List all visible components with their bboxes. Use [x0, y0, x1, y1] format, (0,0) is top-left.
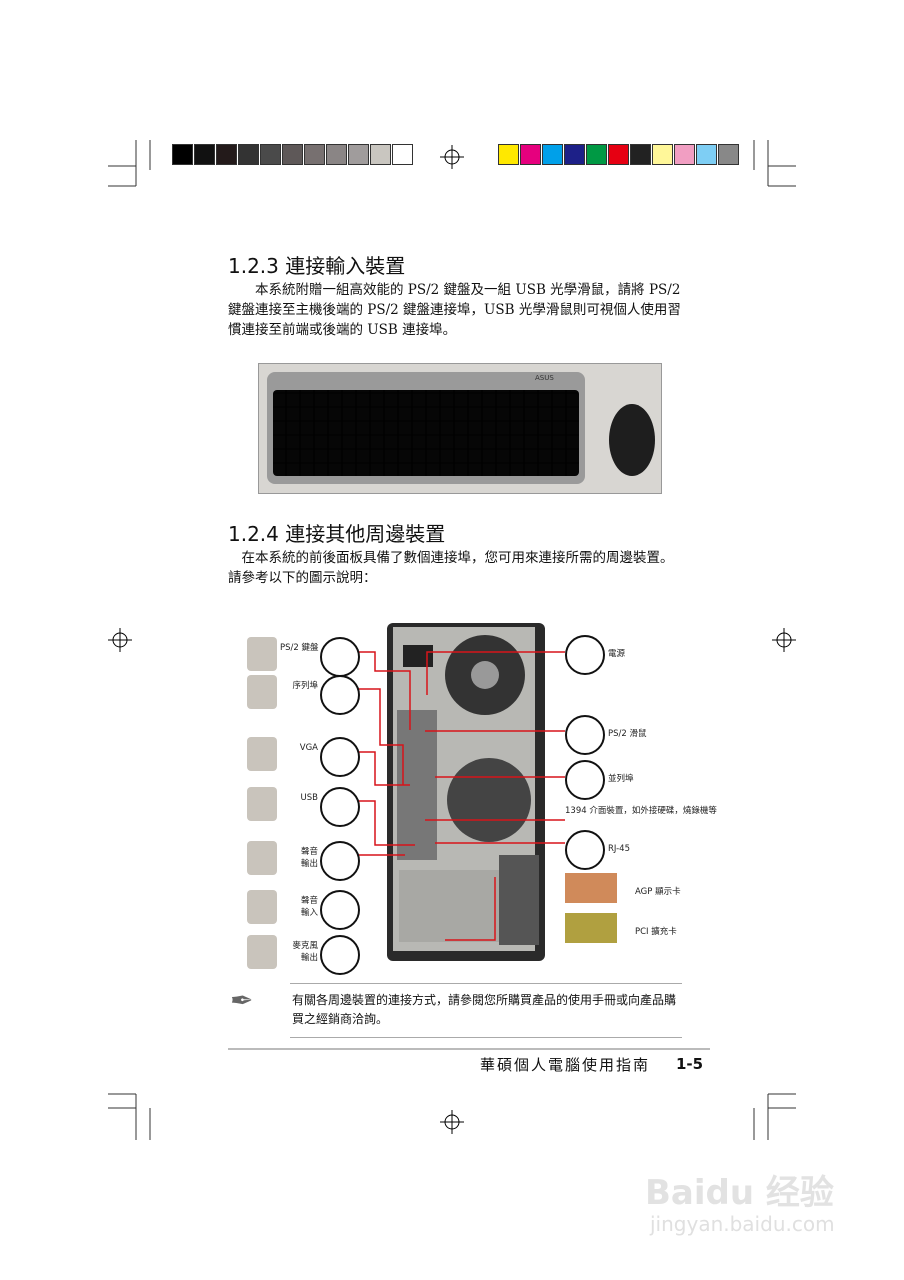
color-swatch	[260, 144, 281, 165]
watermark-logo: Baidu 经验	[645, 1165, 834, 1214]
color-swatch	[630, 144, 651, 165]
color-swatch	[520, 144, 541, 165]
connection-diagram: PS/2 鍵盤序列埠 VGA USB 聲音 輸出聲音 輸入麥克風 輸出 電源 PS/2 …	[225, 615, 717, 975]
device-photo	[247, 675, 277, 709]
connector-icon	[320, 637, 360, 677]
gray-color-bar	[172, 144, 414, 169]
device-photo	[247, 890, 277, 924]
note-box: 有關各周邊裝置的連接方式，請參閱您所購買產品的使用手冊或向產品購買之經銷商洽詢。	[290, 983, 682, 1038]
color-swatch	[282, 144, 303, 165]
color-swatch	[586, 144, 607, 165]
section-title: 1.2.3 連接輸入裝置	[228, 254, 406, 278]
color-swatch	[718, 144, 739, 165]
feather-pen-icon: ✒	[230, 984, 254, 1017]
device-photo	[247, 787, 277, 821]
color-swatch	[392, 144, 413, 165]
color-swatch	[194, 144, 215, 165]
device-photo	[247, 737, 277, 771]
connector-icon	[320, 675, 360, 715]
connector-icon	[565, 830, 605, 870]
note-text: 有關各周邊裝置的連接方式，請參閱您所購買產品的使用手冊或向產品購買之經銷商洽詢。	[292, 993, 677, 1026]
color-swatch	[652, 144, 673, 165]
port-label: 1394 介面裝置，如外接硬碟，燒錄機等	[565, 806, 717, 816]
connector-icon	[320, 737, 360, 777]
keyboard-mouse-photo: ASUS	[258, 363, 662, 494]
color-swatch	[216, 144, 237, 165]
page-number: 1-5	[676, 1055, 704, 1073]
connector-icon	[565, 760, 605, 800]
watermark-brand: Baidu 经验	[645, 1173, 834, 1213]
section-body: 本系統附贈一組高效能的 PS/2 鍵盤及一組 USB 光學滑鼠，請將 PS/2 …	[228, 282, 681, 338]
port-label: 聲音 輸出	[300, 847, 318, 869]
connector-icon	[320, 787, 360, 827]
port-label: PCI 擴充卡	[635, 927, 677, 937]
footer-rule	[228, 1048, 710, 1050]
device-photo	[247, 841, 277, 875]
color-swatch	[348, 144, 369, 165]
color-swatch	[370, 144, 391, 165]
port-label: 並列埠	[608, 774, 634, 784]
registration-mark-icon	[108, 145, 796, 1134]
port-label: USB	[300, 793, 318, 803]
port-label: RJ-45	[608, 844, 630, 854]
port-label: PS/2 滑鼠	[608, 729, 647, 739]
section-body: 在本系統的前後面板具備了數個連接埠，您可用來連接所需的周邊裝置。請參考以下的圖示…	[228, 550, 674, 586]
port-label: 麥克風 輸出	[292, 941, 318, 963]
connector-icon	[565, 715, 605, 755]
color-swatch	[498, 144, 519, 165]
device-photo	[247, 935, 277, 969]
color-swatch	[542, 144, 563, 165]
section-title: 1.2.4 連接其他周邊裝置	[228, 522, 446, 546]
color-swatch	[326, 144, 347, 165]
port-label: 序列埠	[292, 681, 318, 691]
device-photo	[247, 637, 277, 671]
color-swatch	[238, 144, 259, 165]
color-swatch	[304, 144, 325, 165]
connector-icon	[320, 935, 360, 975]
color-swatch	[564, 144, 585, 165]
footer-title: 華碩個人電腦使用指南	[480, 1056, 651, 1074]
port-label: VGA	[299, 743, 318, 753]
expansion-card-photo	[565, 873, 617, 903]
connector-icon	[320, 890, 360, 930]
expansion-card-photo	[565, 913, 617, 943]
port-label: 聲音 輸入	[300, 896, 318, 918]
color-swatch	[674, 144, 695, 165]
connector-icon	[320, 841, 360, 881]
port-label: 電源	[608, 649, 626, 659]
watermark-url: jingyan.baidu.com	[650, 1212, 835, 1236]
port-label: AGP 顯示卡	[635, 887, 681, 897]
color-swatch	[696, 144, 717, 165]
connector-icon	[565, 635, 605, 675]
keyboard-brand-logo: ASUS	[535, 374, 554, 382]
color-swatch	[608, 144, 629, 165]
color-swatch	[172, 144, 193, 165]
color-bar	[498, 144, 740, 169]
port-label: PS/2 鍵盤	[280, 643, 319, 653]
